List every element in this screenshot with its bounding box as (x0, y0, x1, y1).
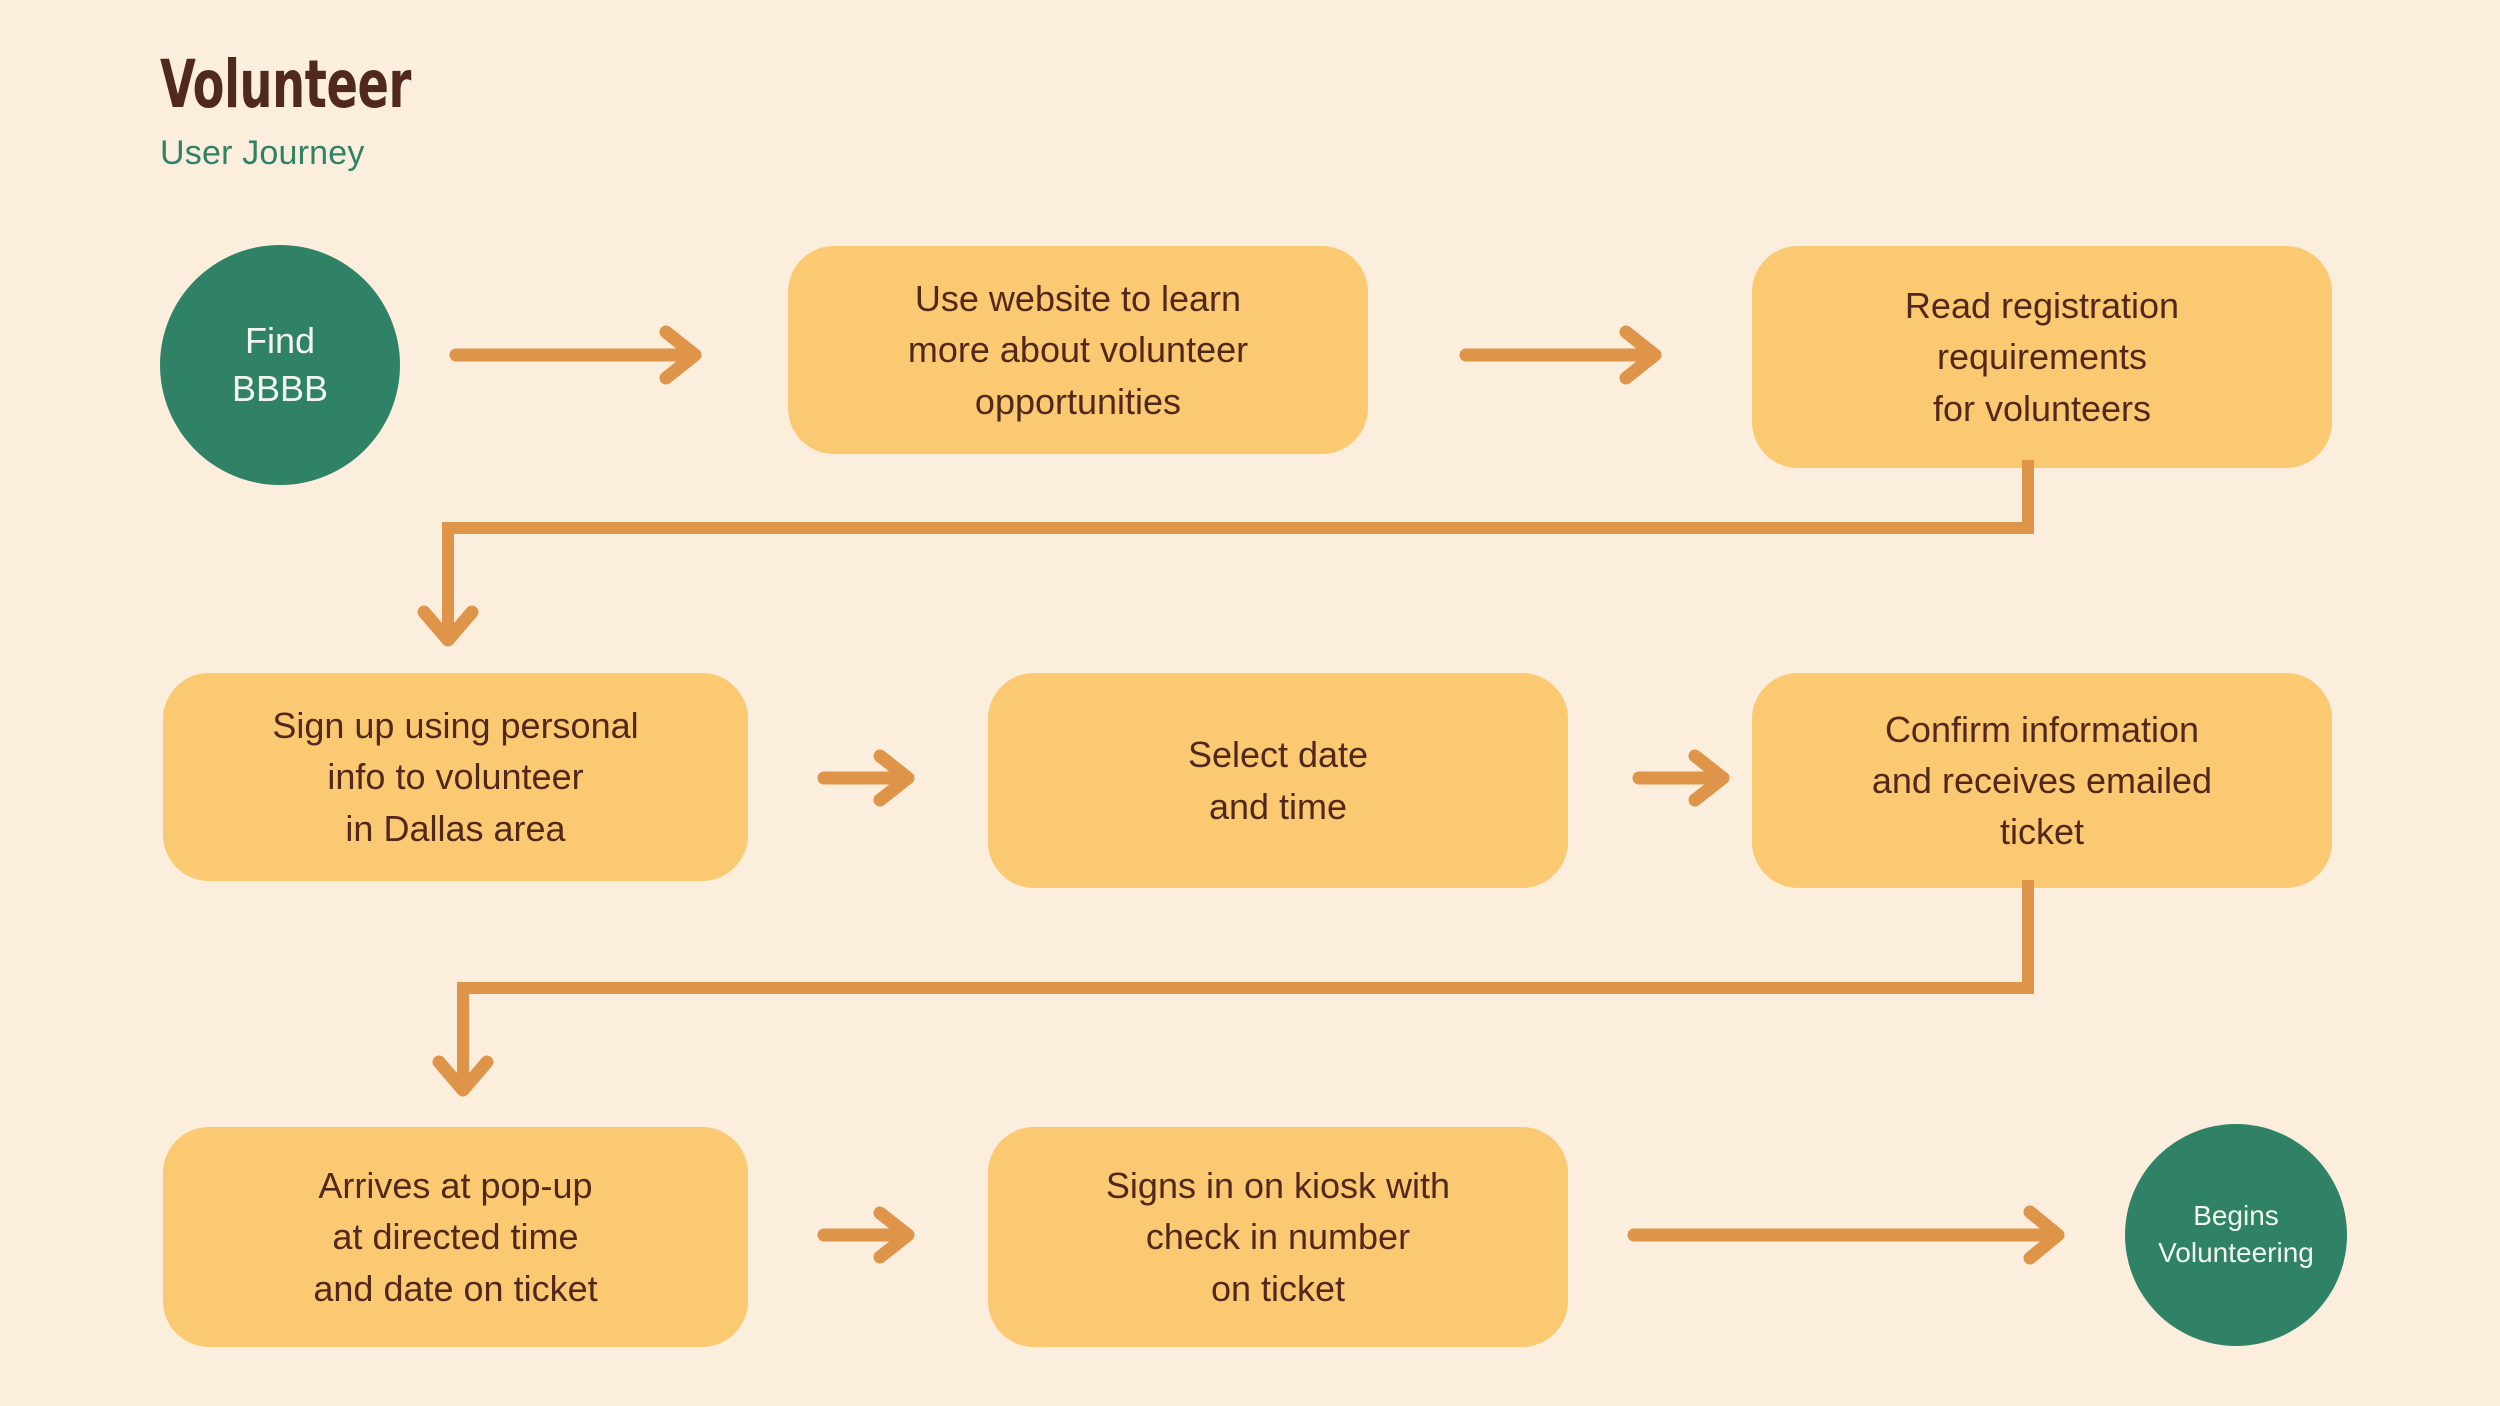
node-line: and time (1208, 785, 1348, 827)
node-line: Use website to learn (914, 278, 1242, 320)
arrow-find-to-website (449, 325, 717, 385)
node-read-registration[interactable]: Read registration requirements for volun… (1752, 246, 2332, 468)
node-line: on ticket (1210, 1267, 1346, 1309)
node-line: BBBB (231, 368, 329, 409)
node-line: Arrives at pop-up (318, 1165, 593, 1207)
node-line: Select date (1187, 734, 1369, 776)
node-line: and date on ticket (313, 1267, 598, 1309)
node-line: Signs in on kiosk with (1105, 1165, 1451, 1207)
node-line: and receives emailed (1871, 759, 2213, 801)
arrow-arrives-to-kiosk (817, 1205, 930, 1265)
node-sign-up[interactable]: Sign up using personal info to volunteer… (163, 673, 748, 881)
node-line: Begins (2193, 1200, 2279, 1232)
node-begins-volunteering[interactable]: Begins Volunteering (2125, 1124, 2347, 1346)
arrow-signup-to-date (817, 748, 930, 808)
elbow-registration-to-signup (417, 460, 2060, 680)
node-line: Sign up using personal (272, 705, 639, 747)
page-title: Volunteer (160, 46, 412, 123)
node-line: ticket (1999, 811, 2084, 853)
node-line: check in number (1145, 1216, 1411, 1258)
node-line: requirements (1936, 336, 2148, 378)
arrow-website-to-registration (1459, 325, 1677, 385)
arrow-kiosk-to-begins (1627, 1205, 2080, 1265)
node-line: opportunities (974, 380, 1182, 422)
node-line: more about volunteer (907, 329, 1249, 371)
page-subtitle: User Journey (160, 134, 365, 172)
node-line: for volunteers (1932, 387, 2152, 429)
node-line: info to volunteer (327, 756, 584, 798)
node-line: Read registration (1904, 285, 2180, 327)
arrow-date-to-confirm (1632, 748, 1745, 808)
node-select-date-time[interactable]: Select date and time (988, 673, 1568, 888)
node-find-bbbb[interactable]: Find BBBB (160, 245, 400, 485)
elbow-confirm-to-arrives (432, 880, 2055, 1110)
node-use-website[interactable]: Use website to learn more about voluntee… (788, 246, 1368, 454)
node-arrives-popup[interactable]: Arrives at pop-up at directed time and d… (163, 1127, 748, 1347)
node-line: in Dallas area (345, 807, 566, 849)
node-line: at directed time (332, 1216, 579, 1258)
node-signs-in-kiosk[interactable]: Signs in on kiosk with check in number o… (988, 1127, 1568, 1347)
node-line: Find (244, 320, 315, 362)
node-line: Volunteering (2158, 1237, 2314, 1268)
header: Volunteer User Journey (160, 52, 1060, 173)
node-confirm-information[interactable]: Confirm information and receives emailed… (1752, 673, 2332, 888)
node-line: Confirm information (1884, 708, 2200, 750)
